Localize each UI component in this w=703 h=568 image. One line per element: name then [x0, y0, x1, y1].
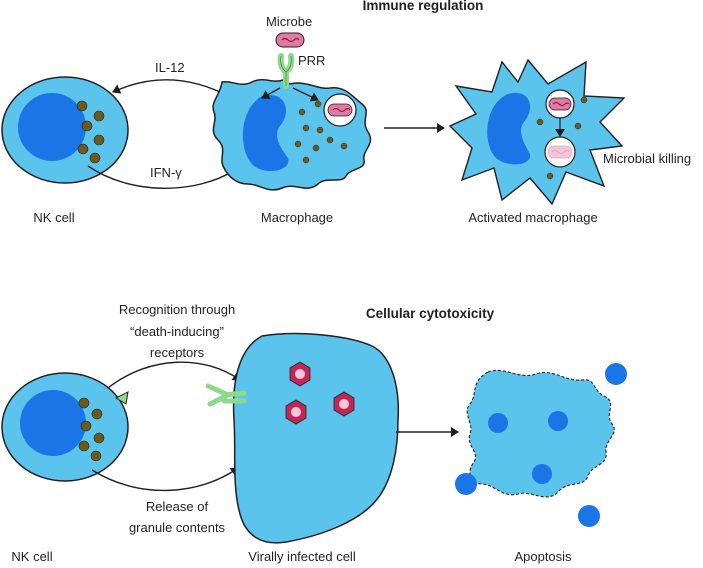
- granule: [312, 144, 320, 152]
- nuclear-fragment: [488, 413, 508, 433]
- nk-ligand: [114, 391, 129, 405]
- granule: [340, 142, 348, 150]
- granule: [78, 397, 90, 409]
- nuclear-fragment: [532, 464, 552, 484]
- granule: [536, 118, 544, 126]
- recognition-arrow: [107, 361, 241, 389]
- microbe-in-phagosome: [327, 103, 353, 117]
- granule: [89, 152, 101, 164]
- section-title-immune-regulation: Immune regulation: [362, 0, 484, 13]
- label-prr: PRR: [298, 53, 326, 68]
- nk-cell-bottom: [1, 372, 129, 482]
- granule: [81, 120, 93, 132]
- prr-arrow-right: [292, 87, 319, 102]
- granule: [93, 432, 105, 444]
- nk-nucleus-bottom: [20, 390, 86, 456]
- virus-1: [289, 361, 311, 387]
- granule: [93, 134, 105, 146]
- granule: [90, 450, 102, 462]
- macrophage: [212, 53, 372, 191]
- label-il12: IL-12: [155, 60, 185, 75]
- prr-arrow-left: [261, 87, 281, 99]
- ifn-arrow: [87, 165, 236, 189]
- activated-macrophage: [448, 58, 626, 206]
- granule: [76, 100, 88, 112]
- virus-2: [333, 391, 355, 417]
- granule: [316, 126, 324, 134]
- label-apoptosis: Apoptosis: [514, 549, 572, 564]
- label-virally-infected-cell: Virally infected cell: [248, 549, 356, 564]
- label-macrophage: Macrophage: [260, 210, 334, 225]
- label-nk-cell-top: NK cell: [33, 210, 75, 225]
- granule: [326, 136, 334, 144]
- virus-3: [285, 399, 307, 425]
- granule: [574, 122, 582, 130]
- activated-nucleus: [487, 92, 531, 165]
- label-recognition-line3: receptors: [149, 345, 205, 360]
- nuclear-fragment: [548, 411, 568, 431]
- label-nk-cell-bottom: NK cell: [11, 549, 53, 564]
- granule: [314, 100, 322, 108]
- section-title-cellular-cytotoxicity: Cellular cytotoxicity: [365, 306, 495, 321]
- granule-release-arrow: [91, 467, 239, 492]
- granule: [77, 143, 89, 155]
- label-ifn-gamma: IFN-γ: [150, 165, 182, 180]
- granule: [302, 124, 310, 132]
- label-release-line1: Release of: [145, 499, 209, 514]
- granule: [546, 172, 554, 180]
- label-recognition-line1: Recognition through: [118, 302, 236, 317]
- apoptotic-body: [455, 473, 477, 495]
- apoptotic-cell: [455, 363, 627, 527]
- granule: [580, 96, 588, 104]
- granule: [80, 420, 92, 432]
- microbe-free: [275, 32, 305, 48]
- granule: [298, 108, 306, 116]
- label-activated-macrophage: Activated macrophage: [468, 210, 598, 225]
- apoptotic-body: [605, 363, 627, 385]
- infected-cell: [205, 332, 400, 544]
- label-release-line2: granule contents: [128, 520, 226, 535]
- label-recognition-line2: “death-inducing”: [130, 324, 224, 339]
- granule: [294, 140, 302, 148]
- granule: [93, 110, 105, 122]
- granule: [78, 440, 90, 452]
- granule: [302, 156, 310, 164]
- granule: [91, 408, 103, 420]
- label-microbe: Microbe: [266, 14, 313, 29]
- macrophage-nucleus: [242, 94, 289, 172]
- nk-nucleus-top: [18, 93, 86, 161]
- label-microbial-killing: Microbial killing: [603, 151, 692, 166]
- apoptotic-body: [578, 505, 600, 527]
- il12-arrow: [112, 79, 233, 99]
- nk-cell-top: [1, 76, 129, 184]
- death-receptor: [205, 383, 247, 407]
